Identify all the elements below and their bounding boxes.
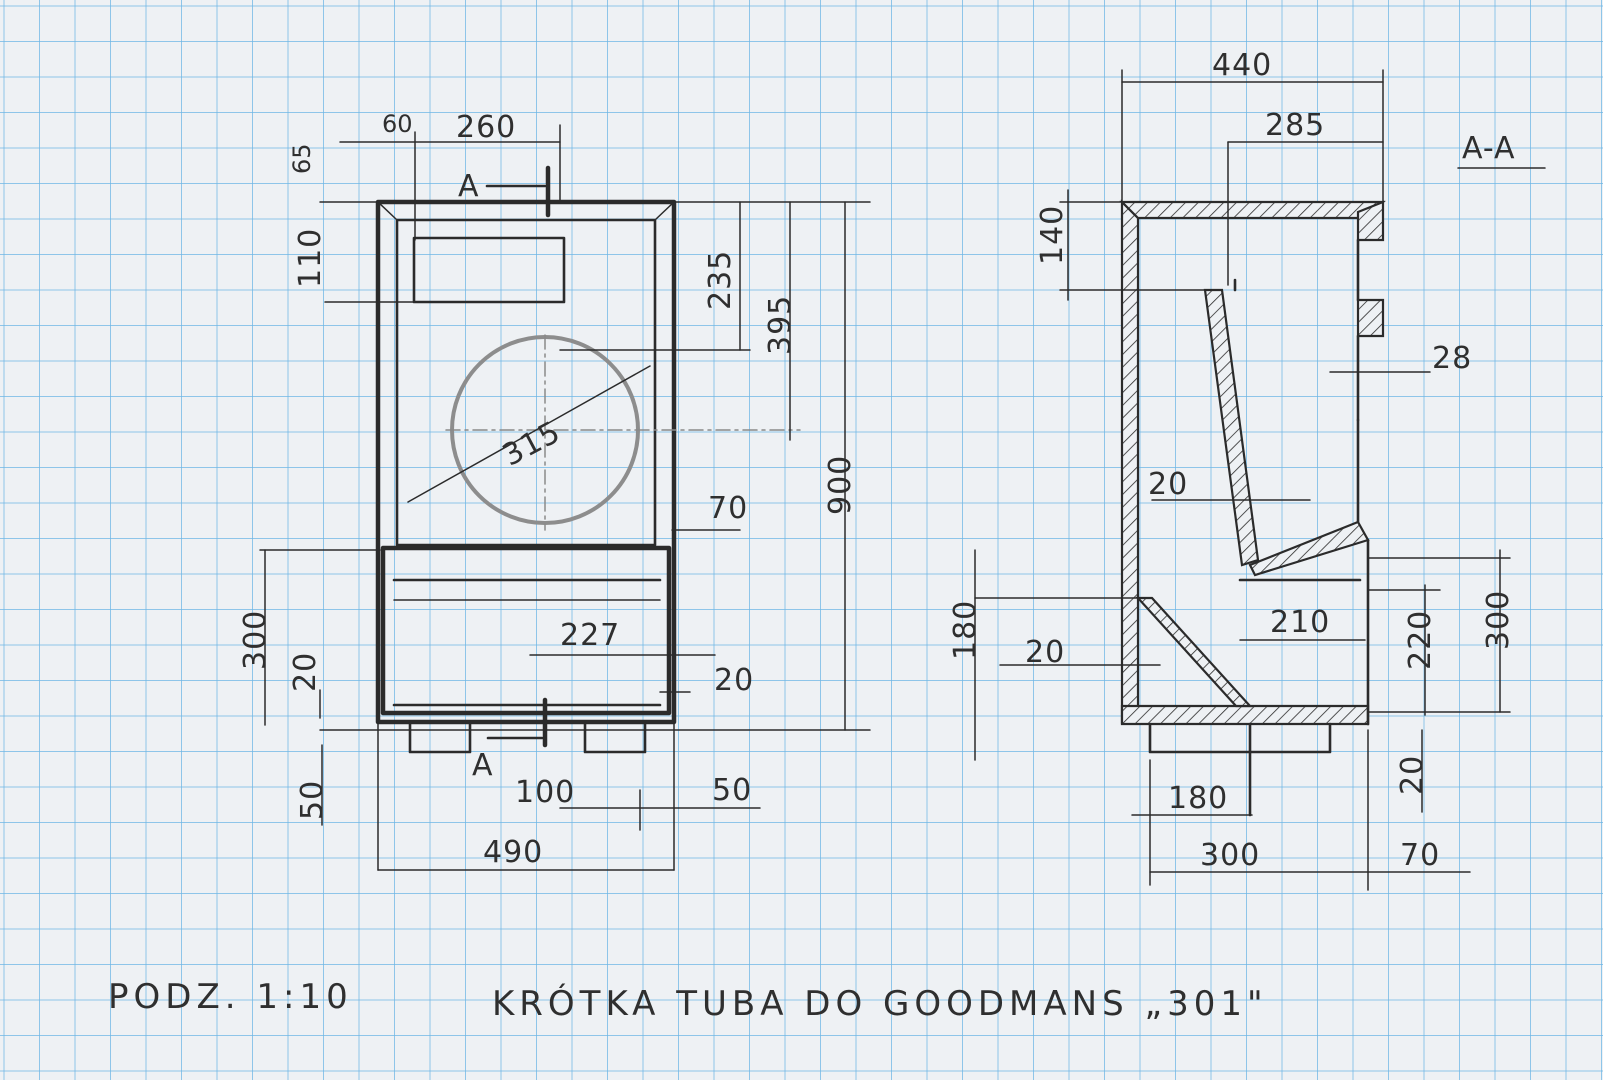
scale-note: PODZ. 1:10 [108, 977, 353, 1017]
dim-70-front: 70 [708, 491, 748, 526]
dim-110: 110 [293, 228, 328, 288]
section-label: A-A [1462, 131, 1516, 166]
front-view: 60 260 65 110 235 395 900 315 70 227 300… [238, 110, 871, 871]
dim-490: 490 [483, 835, 543, 870]
back-wall [1120, 199, 1140, 724]
bottom-wall [1120, 704, 1370, 726]
dim-227: 227 [560, 618, 620, 653]
top-wall [1119, 200, 1386, 220]
cabinet-inner-frame [395, 218, 657, 547]
dim-440: 440 [1212, 48, 1272, 83]
dim-300-front: 300 [238, 610, 273, 670]
dim-900: 900 [823, 455, 858, 515]
dim-210: 210 [1270, 605, 1330, 640]
dim-180-side: 180 [948, 600, 983, 660]
dim-395: 395 [763, 295, 798, 355]
section-mark-bottom: A [472, 748, 494, 783]
tweeter-slot [412, 236, 566, 304]
dim-100: 100 [515, 775, 575, 810]
section-view: A-A 440 285 140 28 20 180 20 210 220 300… [948, 48, 1546, 891]
horn-floor [1248, 520, 1370, 577]
dim-50-left: 50 [295, 780, 330, 820]
dim-20-bottom: 20 [1395, 755, 1430, 795]
dim-50-right: 50 [712, 773, 752, 808]
dim-20-left: 20 [288, 652, 323, 692]
dim-20-right: 20 [714, 663, 754, 698]
cabinet-feet [408, 722, 647, 754]
port-chamber [380, 545, 672, 716]
slanted-baffle [1203, 288, 1260, 567]
dim-60: 60 [382, 110, 413, 138]
dim-315: 315 [497, 414, 567, 473]
dim-180-bottom: 180 [1168, 781, 1228, 816]
dim-220: 220 [1403, 610, 1438, 670]
dim-140: 140 [1035, 205, 1070, 265]
lower-diagonal [1135, 596, 1253, 708]
dim-260: 260 [456, 110, 516, 145]
dim-300-bottom: 300 [1200, 838, 1260, 873]
dim-285: 285 [1265, 108, 1325, 143]
front-upper-baffle [1356, 200, 1385, 242]
dim-20-baffle: 20 [1148, 467, 1188, 502]
dim-300-side: 300 [1481, 590, 1516, 650]
dim-20-low: 20 [1025, 635, 1065, 670]
dim-70-bottom: 70 [1400, 838, 1440, 873]
dim-65: 65 [288, 143, 316, 174]
drawing-title: KRÓTKA TUBA DO GOODMANS „301" [492, 983, 1268, 1024]
dim-28: 28 [1432, 341, 1472, 376]
front-mid-baffle [1356, 298, 1385, 338]
dim-235: 235 [703, 250, 738, 310]
section-mark-top: A [458, 169, 480, 204]
